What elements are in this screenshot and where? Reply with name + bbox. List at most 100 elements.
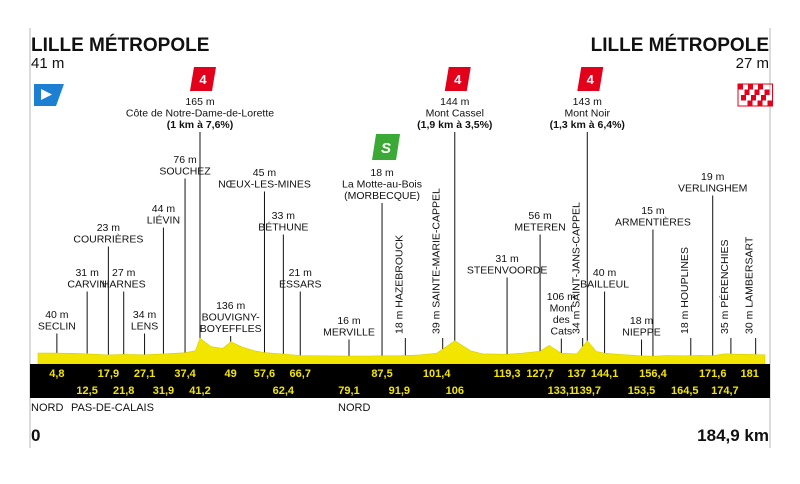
km-label: 133,1	[548, 385, 576, 397]
km-label: 156,4	[639, 368, 667, 380]
finish-flag-square	[741, 95, 746, 101]
place-marker: 30 m LAMBERSART	[744, 236, 757, 355]
place-altitude: 106 m	[547, 291, 576, 303]
place-altitude: 31 m	[495, 253, 519, 265]
place-altitude: 136 m	[216, 300, 245, 312]
km-label: 4,8	[49, 368, 64, 380]
place-name: NIEPPE	[622, 327, 661, 339]
km-label: 87,5	[371, 368, 392, 380]
km-label: 37,4	[174, 368, 196, 380]
finish-flag-square	[746, 95, 751, 101]
sprint-letter: S	[381, 140, 391, 157]
place-name: Mont	[550, 303, 573, 315]
km-label: 66,7	[290, 368, 311, 380]
finish-flag-square	[753, 84, 758, 90]
finish-flag-square	[754, 89, 760, 95]
finish-flag-square	[744, 89, 750, 95]
place-name: HARNES	[102, 279, 146, 291]
place-label-vertical: 39 m SAINTE-MARIE-CAPPEL	[431, 188, 443, 334]
finish-flag-square	[748, 84, 753, 90]
place-altitude: 21 m	[289, 267, 313, 279]
finish-city: LILLE MÉTROPOLE	[591, 34, 769, 56]
place-altitude: 27 m	[112, 267, 136, 279]
place-altitude: 34 m	[133, 309, 157, 321]
climb-category-4-icon: 4	[444, 67, 471, 91]
place-altitude: 18 m	[630, 315, 654, 327]
place-altitude: 44 m	[152, 203, 176, 215]
finish-flag-square	[742, 100, 748, 106]
place-altitude: 40 m	[45, 309, 69, 321]
finish-flag-square	[767, 100, 773, 106]
place-marker: 35 m PÉRENCHIES	[718, 239, 732, 354]
place-name: (1,9 km à 3,5%)	[417, 119, 492, 131]
start-city: LILLE MÉTROPOLE	[31, 34, 209, 56]
km-label: 27,1	[134, 368, 155, 380]
place-name: des	[553, 314, 570, 326]
km-label: 153,5	[628, 385, 656, 397]
km-label: 62,4	[273, 385, 295, 397]
km-label: 101,4	[423, 368, 451, 380]
place-name: Mont Noir	[565, 108, 611, 120]
place-altitude: 23 m	[97, 222, 121, 234]
place-marker: 18 mLa Motte-au-Bois(MORBECQUE)S	[342, 134, 422, 356]
region-nord-start: NORD	[31, 402, 63, 414]
place-altitude: 56 m	[528, 210, 552, 222]
finish-flag-square	[739, 89, 745, 95]
place-altitude: 31 m	[75, 267, 99, 279]
km-label: 41,2	[189, 385, 210, 397]
place-altitude: 19 m	[701, 171, 725, 183]
km-label: 106	[446, 385, 464, 397]
km-label: 17,9	[98, 368, 119, 380]
finish-flag-icon	[737, 83, 773, 107]
finish-flag-square	[761, 95, 766, 101]
km-label: 144,1	[591, 368, 619, 380]
place-altitude: 18 m	[370, 167, 394, 179]
finish-flag-square	[749, 89, 755, 95]
distance-total: 184,9 km	[697, 426, 769, 445]
km-label: 31,9	[153, 385, 174, 397]
place-label-vertical: 34 m SAINT-JANS-CAPPEL	[571, 202, 583, 334]
distance-start: 0	[31, 426, 40, 445]
place-name: ESSARS	[279, 279, 322, 291]
climb-category-number: 4	[454, 72, 462, 87]
finish-flag-square	[762, 100, 768, 106]
place-altitude: 33 m	[272, 210, 296, 222]
km-label: 12,5	[76, 385, 97, 397]
km-label: 174,7	[711, 385, 739, 397]
place-altitude: 165 m	[185, 96, 214, 108]
place-altitude: 76 m	[173, 154, 197, 166]
place-label-vertical: 18 m HOUPLINES	[679, 247, 691, 334]
climb-category-number: 4	[199, 72, 207, 87]
finish-flag-square	[756, 95, 761, 101]
place-label-vertical: 18 m HAZEBROUCK	[393, 235, 405, 334]
km-label: 49	[225, 368, 237, 380]
elevation-area	[37, 337, 766, 365]
place-altitude: 45 m	[253, 167, 277, 179]
start-altitude: 41 m	[31, 55, 64, 72]
place-marker: 18 m HOUPLINES	[679, 247, 692, 356]
km-label: 57,6	[254, 368, 275, 380]
place-marker: 18 m HAZEBROUCK	[393, 235, 406, 356]
finish-altitude: 27 m	[736, 55, 769, 72]
place-label-vertical: 35 m PÉRENCHIES	[718, 239, 731, 334]
finish-flag-square	[738, 84, 743, 90]
place-name: Côte de Notre-Dame-de-Lorette	[126, 108, 274, 120]
finish-flag-square	[751, 95, 756, 101]
finish-flag-square	[743, 84, 748, 90]
